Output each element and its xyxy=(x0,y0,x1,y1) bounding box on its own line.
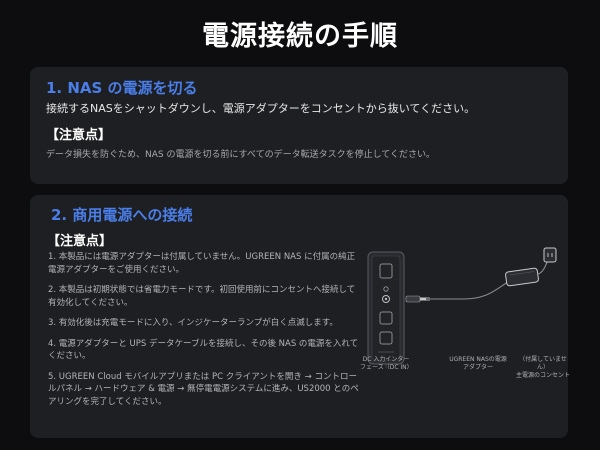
connection-diagram xyxy=(367,247,557,368)
step1-card: 1. NAS の電源を切る 接続するNASをシャットダウンし、電源アダプターをコ… xyxy=(30,67,568,184)
caption-dc-input: DC 入力インター フェース（DC IN） xyxy=(360,356,413,371)
step2-card: 2. 商用電源への接続 【注意点】 1. 本製品には電源アダプターは付属していま… xyxy=(30,195,571,438)
power-adapter-illustration xyxy=(505,267,539,287)
step2-note-list: 1. 本製品には電源アダプターは付属していません。UGREEN NAS に付属の… xyxy=(48,251,363,416)
step1-note: データ損失を防ぐため、NAS の電源を切る前にすべてのデータ転送タスクを停止して… xyxy=(46,150,436,160)
step1-title: 1. NAS の電源を切る xyxy=(46,79,198,97)
note-item: 2. 本製品は初期状態では省電力モードです。初回使用前にコンセントへ接続して有効… xyxy=(48,285,356,308)
caption-outlet: （付属していません） 主電源のコンセント xyxy=(516,356,571,379)
note-item: 4. 電源アダプターと UPS データケーブルを接続し、その後 NAS の電源を… xyxy=(48,338,359,362)
note-item: 5. UGREEN Cloud モバイルアプリまたは PC クライアントを開き … xyxy=(48,371,359,407)
ups-device-illustration xyxy=(367,251,405,365)
dc-plug-illustration xyxy=(405,295,430,303)
caption-adapter: UGREEN NASの電源 アダプター xyxy=(449,356,507,371)
note-item: 3. 有効化後は充電モードに入り、インジケーターランプが白く点滅します。 xyxy=(48,318,338,328)
step2-note-label: 【注意点】 xyxy=(47,234,113,249)
step1-body: 接続するNASをシャットダウンし、電源アダプターをコンセントから抜いてください。 xyxy=(46,102,476,115)
outlet-illustration xyxy=(543,247,557,263)
page-title: 電源接続の手順 xyxy=(202,21,398,52)
step2-title: 2. 商用電源への接続 xyxy=(51,206,193,224)
note-item: 1. 本製品には電源アダプターは付属していません。UGREEN NAS に付属の… xyxy=(48,252,356,275)
step1-note-label: 【注意点】 xyxy=(46,128,112,143)
